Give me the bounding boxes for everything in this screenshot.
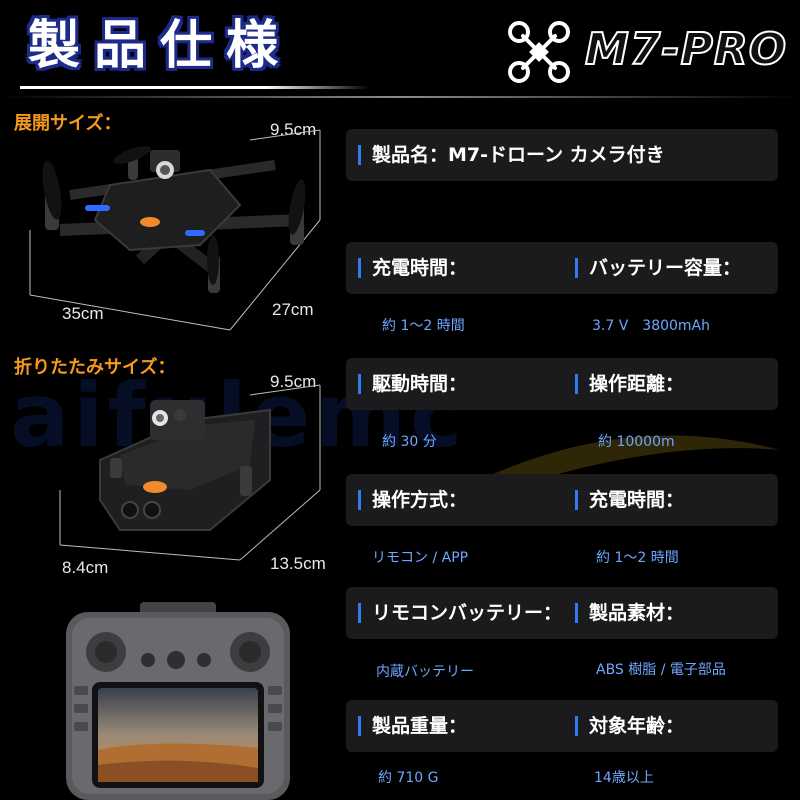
spec-key-charge-time-2: 充電時間： xyxy=(575,487,684,513)
unfolded-drone-image xyxy=(29,129,321,331)
unfolded-length-label: 35cm xyxy=(62,304,104,323)
spec-val-material: ABS 樹脂 / 電子部品 xyxy=(596,662,726,678)
spec-val-charge-time: 約 1〜2 時間 xyxy=(382,318,465,334)
spec-key-remote-battery: リモコンバッテリー： xyxy=(358,600,562,626)
spec-key-weight: 製品重量： xyxy=(358,713,467,739)
spec-val-charge-time-2: 約 1〜2 時間 xyxy=(596,550,679,566)
unfolded-size-label: 展開サイズ： xyxy=(14,113,122,134)
spec-product-name-bar xyxy=(346,129,778,181)
spec-key-charge-time: 充電時間： xyxy=(358,255,467,281)
spec-val-weight: 約 710 G xyxy=(378,770,439,786)
spec-row-bar xyxy=(346,358,778,410)
spec-row-bar xyxy=(346,474,778,526)
spec-val-flight-time: 約 30 分 xyxy=(382,434,437,450)
spec-key-control-method: 操作方式： xyxy=(358,487,467,513)
spec-key-battery-capacity: バッテリー容量： xyxy=(575,255,741,281)
folded-width-label: 13.5cm xyxy=(270,554,326,573)
spec-product-name: 製品名：M7-ドローン カメラ付き xyxy=(358,142,665,168)
spec-row-bar xyxy=(346,700,778,752)
watermark-swoosh xyxy=(480,435,780,482)
header-divider xyxy=(0,96,800,98)
spec-key-control-range: 操作距離： xyxy=(575,371,684,397)
spec-val-control-method: リモコン / APP xyxy=(372,550,469,566)
title-underline xyxy=(20,86,370,89)
brand-name: M7-PRO xyxy=(584,23,788,76)
spec-val-battery-capacity: 3.7 V 3800mAh xyxy=(592,318,711,334)
spec-val-remote-battery: 内蔵バッテリー xyxy=(376,664,474,680)
spec-row-bar xyxy=(346,242,778,294)
spec-val-control-range: 約 10000m xyxy=(598,434,675,450)
folded-size-label: 折りたたみサイズ： xyxy=(14,357,176,378)
spec-key-target-age: 対象年齢： xyxy=(575,713,684,739)
spec-key-material: 製品素材： xyxy=(575,600,684,626)
spec-row-bar xyxy=(346,587,778,639)
drone-x-icon xyxy=(508,21,570,83)
unfolded-width-label: 27cm xyxy=(272,300,314,319)
remote-controller-image xyxy=(66,602,290,800)
folded-length-label: 8.4cm xyxy=(62,558,109,577)
folded-drone-image xyxy=(59,384,321,561)
spec-val-target-age: 14歳以上 xyxy=(594,770,654,786)
unfolded-height-label: 9.5cm xyxy=(270,120,317,139)
folded-height-label: 9.5cm xyxy=(270,372,317,391)
page-title: 製品仕様 xyxy=(28,16,293,76)
spec-key-flight-time: 駆動時間： xyxy=(358,371,467,397)
